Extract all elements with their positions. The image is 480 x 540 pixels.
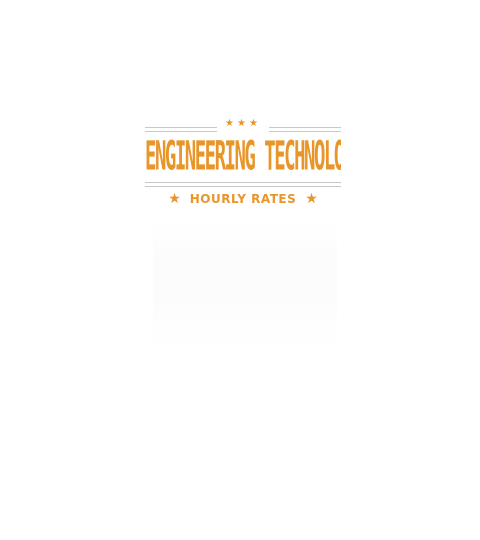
emblem-subtitle: HOURLY RATES — [189, 192, 297, 206]
emblem-title: ENGINEERING TECHNOLOGIST — [145, 133, 341, 181]
right-star-icon: ★ — [305, 191, 318, 207]
subtitle-row: ★ HOURLY RATES ★ — [145, 190, 341, 208]
top-rule-gap — [217, 125, 269, 133]
faint-background-pattern — [153, 218, 337, 348]
left-star-icon: ★ — [168, 191, 181, 207]
top-stars-icon: ★★★ — [225, 118, 261, 129]
bottom-rule — [145, 182, 341, 187]
engineering-technologist-emblem: ★★★ ENGINEERING TECHNOLOGIST ★ HOURLY RA… — [145, 118, 341, 358]
